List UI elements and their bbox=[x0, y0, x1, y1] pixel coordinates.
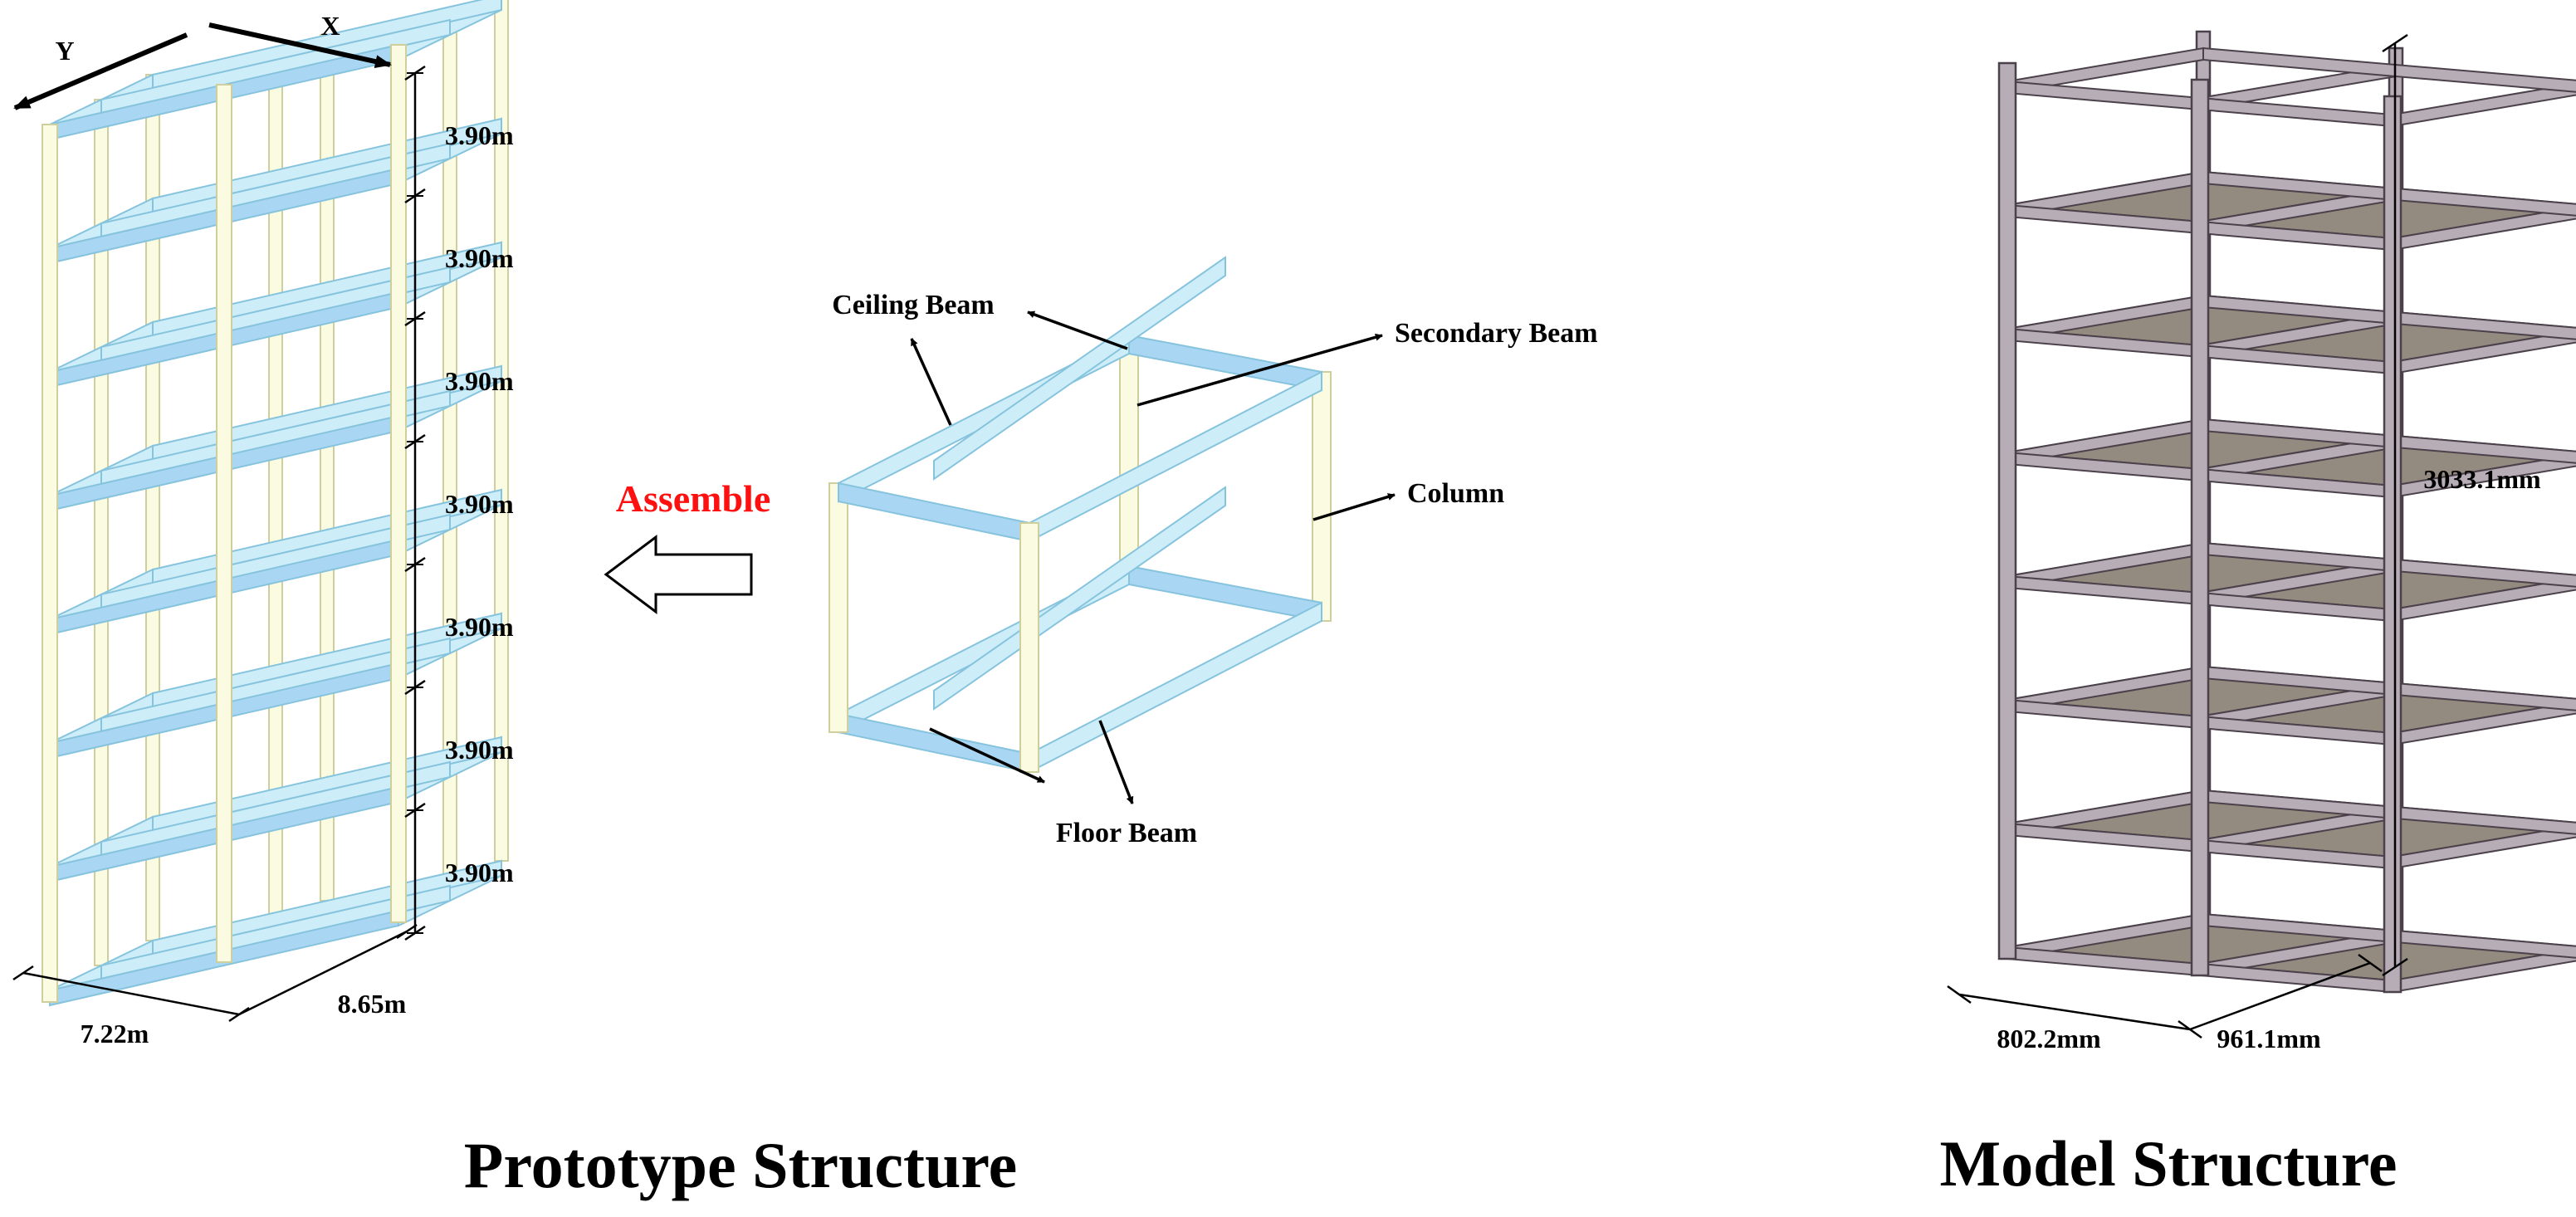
model-height-label: 3033.1mm bbox=[2423, 464, 2541, 494]
axis-x-label: X bbox=[320, 11, 340, 41]
column-label: Column bbox=[1407, 478, 1504, 509]
module-ceiling-beam bbox=[1128, 334, 1322, 392]
prototype-beam-x bbox=[100, 142, 451, 240]
model-depth-label: 961.1mm bbox=[2217, 1024, 2321, 1053]
prototype-beam-x bbox=[100, 18, 451, 116]
assemble-label: Assemble bbox=[616, 477, 771, 520]
storey-height-label: 3.90m bbox=[445, 612, 514, 642]
prototype-depth-label: 8.65m bbox=[338, 989, 407, 1019]
prototype-width-label: 7.22m bbox=[81, 1019, 149, 1048]
storey-height-label: 3.90m bbox=[445, 489, 514, 519]
model-front-column bbox=[2190, 78, 2210, 977]
model-caption: Model Structure bbox=[1940, 1127, 2398, 1200]
prototype-beam-x bbox=[100, 760, 451, 858]
module-column bbox=[1119, 335, 1139, 585]
module-floor-secondary-beam bbox=[933, 486, 1226, 711]
model-dimensions bbox=[1947, 33, 2408, 1039]
module-unit bbox=[829, 256, 1332, 774]
prototype-axes: Y X bbox=[13, 11, 392, 110]
component-callouts: Ceiling Beam Secondary Beam Column Floor… bbox=[832, 290, 1597, 848]
floor-beam-label: Floor Beam bbox=[1056, 818, 1197, 848]
prototype-beam-x bbox=[100, 266, 451, 364]
module-column bbox=[1019, 522, 1039, 773]
prototype-beam-x bbox=[100, 884, 451, 982]
model-beam-x bbox=[2202, 46, 2576, 93]
storey-height-label: 3.90m bbox=[445, 120, 514, 150]
model-front-column bbox=[1997, 61, 2017, 960]
prototype-caption: Prototype Structure bbox=[464, 1129, 1017, 1201]
storey-height-label: 3.90m bbox=[445, 366, 514, 396]
prototype-beam-x bbox=[100, 513, 451, 611]
module-column bbox=[1312, 371, 1332, 622]
ceiling-beam-label: Ceiling Beam bbox=[832, 290, 994, 320]
storey-height-label: 3.90m bbox=[445, 858, 514, 887]
axis-y-label: Y bbox=[55, 36, 74, 66]
module-floor-beam bbox=[1029, 601, 1322, 774]
secondary-beam-label: Secondary Beam bbox=[1395, 318, 1598, 349]
prototype-dimensions: 3.90m 3.90m 3.90m 3.90m 3.90m 3.90m 3.90m bbox=[12, 65, 514, 1023]
model-structure bbox=[1997, 30, 2576, 994]
module-floor-beam bbox=[1128, 565, 1322, 623]
model-width-label: 802.2mm bbox=[1997, 1024, 2101, 1053]
prototype-beam-x bbox=[100, 637, 451, 735]
width-dimension-tick bbox=[12, 965, 34, 981]
storey-height-label: 3.90m bbox=[445, 243, 514, 273]
prototype-front-column bbox=[42, 124, 58, 1003]
module-ceiling-beam bbox=[1029, 370, 1322, 543]
assemble-arrow-icon bbox=[604, 535, 753, 614]
prototype-front-column bbox=[390, 44, 407, 923]
module-secondary-beam bbox=[933, 256, 1226, 481]
module-ceiling-beam bbox=[838, 481, 1030, 543]
depth-dimension-tick bbox=[396, 923, 418, 940]
width-dimension-line bbox=[22, 971, 240, 1016]
prototype-beam-x bbox=[100, 389, 451, 487]
prototype-front-column bbox=[216, 84, 232, 963]
module-column bbox=[829, 482, 848, 733]
storey-height-label: 3.90m bbox=[445, 735, 514, 765]
model-front-column bbox=[2383, 95, 2402, 994]
depth-dimension-line bbox=[238, 930, 408, 1016]
prototype-structure bbox=[42, 0, 509, 1007]
